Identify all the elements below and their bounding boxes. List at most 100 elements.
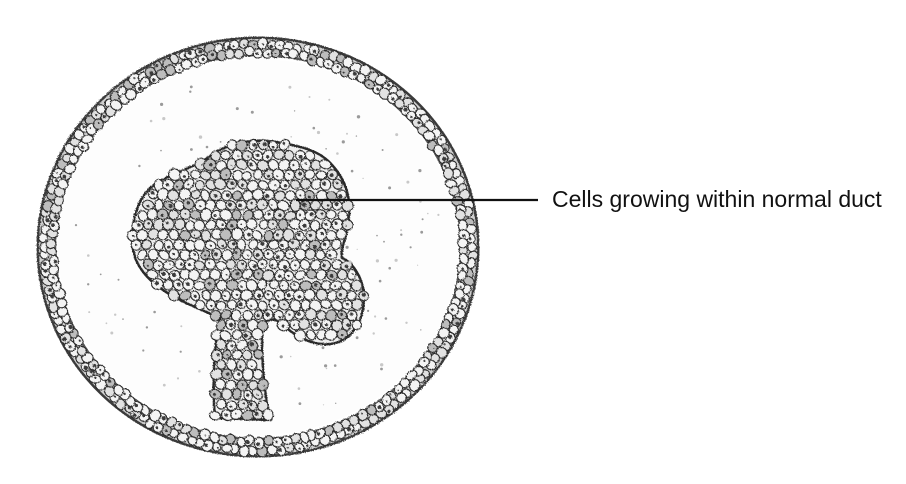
stipple-dot — [421, 218, 424, 221]
cell-nucleus — [226, 353, 229, 356]
cell — [448, 324, 459, 335]
stipple-dot — [289, 355, 292, 358]
cell-nucleus — [444, 164, 447, 168]
cell — [141, 239, 153, 250]
cell-nucleus — [230, 224, 234, 228]
cell — [173, 200, 185, 212]
cell — [331, 62, 343, 74]
cell-nucleus — [184, 212, 187, 215]
cell — [332, 178, 343, 190]
stipple-dot — [172, 166, 174, 169]
cell — [167, 289, 180, 302]
cell-nucleus — [213, 194, 218, 198]
cell-nucleus — [342, 71, 345, 74]
cell-nucleus — [250, 201, 253, 205]
cell — [193, 280, 206, 291]
cell-nucleus — [275, 255, 280, 260]
cell-nucleus — [182, 175, 186, 178]
cell — [458, 252, 469, 265]
cell-nucleus — [169, 263, 171, 265]
cell-nucleus — [391, 97, 395, 101]
cell-nucleus — [225, 273, 228, 276]
cell — [253, 349, 264, 360]
cell-nucleus — [247, 155, 250, 158]
stipple-dot — [298, 402, 302, 405]
cell-nucleus — [204, 434, 207, 437]
stipple-dot — [348, 260, 352, 264]
cell — [263, 435, 274, 446]
cell-nucleus — [292, 283, 296, 286]
cell-nucleus — [262, 142, 267, 147]
cell — [315, 170, 328, 180]
cell — [330, 299, 344, 311]
cell — [221, 443, 233, 453]
cell-nucleus — [322, 181, 327, 186]
cell-nucleus — [54, 179, 58, 183]
stipple-dot — [180, 325, 183, 328]
cell — [231, 227, 244, 241]
stipple-dot — [420, 329, 422, 331]
cell — [245, 298, 259, 311]
cell — [174, 218, 186, 231]
cell-nucleus — [237, 203, 242, 208]
stipple-dot — [378, 279, 382, 283]
lumen-stipple — [74, 85, 440, 412]
cell-nucleus — [462, 234, 466, 238]
cell — [157, 229, 169, 241]
cell — [209, 410, 221, 421]
stipple-dot — [325, 148, 327, 150]
stipple-dot — [88, 311, 91, 314]
cell-nucleus — [312, 245, 317, 249]
cell — [95, 104, 107, 115]
cell-nucleus — [309, 212, 314, 217]
cell-nucleus — [283, 265, 288, 270]
stipple-dot — [333, 364, 337, 367]
stipple-dot — [388, 266, 392, 270]
stipple-dot — [335, 402, 337, 404]
cell-nucleus — [238, 365, 242, 369]
cell-nucleus — [187, 50, 192, 55]
cell — [278, 280, 290, 292]
cell-nucleus — [216, 446, 219, 449]
cell — [225, 259, 236, 270]
cell-nucleus — [423, 360, 426, 362]
stipple-dot — [367, 309, 370, 312]
stipple-dot — [99, 273, 102, 276]
cell-nucleus — [306, 444, 309, 447]
cell-nucleus — [243, 44, 246, 46]
cell-nucleus — [262, 43, 264, 46]
cell — [215, 338, 227, 351]
cell — [346, 290, 357, 301]
cell — [309, 259, 322, 271]
cell — [341, 219, 354, 231]
stipple-dot — [380, 363, 384, 367]
cell-nucleus — [134, 403, 138, 408]
cell-nucleus — [275, 233, 279, 237]
cell — [216, 238, 228, 250]
cell-nucleus — [286, 293, 291, 298]
cell-nucleus — [99, 368, 102, 371]
cell — [152, 260, 164, 272]
cell-nucleus — [137, 86, 142, 91]
cell-nucleus — [451, 308, 454, 312]
cell — [166, 189, 180, 202]
cell-nucleus — [334, 202, 339, 207]
stipple-dot — [153, 310, 156, 314]
cell-nucleus — [256, 313, 260, 318]
cell — [442, 167, 454, 180]
cell — [213, 178, 227, 190]
cell-nucleus — [455, 321, 460, 326]
cell-nucleus — [53, 259, 57, 264]
stipple-dot — [290, 136, 293, 138]
cell-nucleus — [256, 442, 261, 447]
cell — [147, 248, 159, 261]
cell-nucleus — [256, 153, 260, 157]
cell — [193, 219, 206, 232]
cell — [220, 150, 231, 161]
cell-nucleus — [113, 395, 117, 398]
cell — [172, 179, 185, 192]
cell-nucleus — [308, 233, 312, 237]
cell — [256, 278, 268, 290]
cell — [76, 345, 88, 357]
cell — [278, 138, 291, 151]
